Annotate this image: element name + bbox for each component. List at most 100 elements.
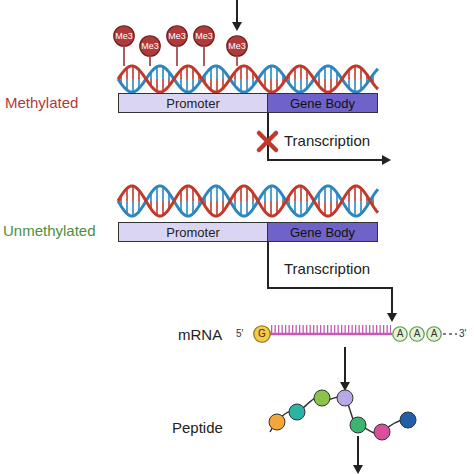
base-pair (216, 79, 218, 92)
translation-arrow (344, 347, 346, 384)
amino-acid (400, 412, 416, 428)
base-pair (186, 201, 188, 216)
node-text: Me3 (195, 32, 213, 41)
poly-a-circle: A (392, 326, 408, 342)
promoter-box: Promoter (118, 93, 268, 113)
arrow-head (353, 465, 363, 474)
base-pair (216, 201, 218, 216)
circle-shape (167, 26, 188, 47)
mrna-strand (270, 333, 392, 336)
base-pair (300, 79, 302, 92)
methyl-stalk (123, 47, 125, 66)
node-text: A (431, 329, 438, 339)
arrow-head (387, 313, 397, 322)
mrna-bases (271, 325, 391, 333)
node-text: Me3 (141, 42, 159, 51)
node-text: Me3 (115, 32, 133, 41)
methyl-stalk (176, 47, 178, 66)
base-pair (354, 66, 356, 79)
poly-a-circle: A (409, 326, 425, 342)
promoter-box: Promoter (118, 222, 268, 242)
end-label: 3' (459, 329, 466, 339)
gene-body-box: Gene Body (267, 222, 378, 242)
base-pair (216, 186, 218, 201)
amino-acid (374, 424, 390, 440)
dna-strand (118, 66, 378, 92)
methyl-stalk (236, 57, 238, 66)
state-label: Methylated (5, 95, 78, 110)
base-pair (300, 186, 302, 201)
circle-shape (393, 327, 408, 342)
block-cross (259, 133, 276, 150)
node-text: Gene Body (290, 226, 355, 239)
methyl-mark: Me3 (166, 25, 188, 47)
base-pair (132, 201, 134, 216)
base-pair (132, 186, 134, 201)
base-pair (216, 66, 218, 79)
amino-acid (269, 414, 285, 430)
pointer-arrow (236, 0, 238, 24)
amino-acids (269, 390, 416, 440)
base-pair (270, 79, 272, 92)
methyl-stalk (149, 57, 151, 66)
base-pair (186, 66, 188, 79)
methyl-mark: Me3 (193, 25, 215, 47)
gene-body-box: Gene Body (267, 93, 378, 113)
dna-strand (118, 186, 378, 216)
methyl-stalk (203, 47, 205, 66)
circle-shape (427, 327, 442, 342)
amino-acid (350, 417, 366, 433)
state-label: Unmethylated (3, 223, 96, 238)
node-text: Me3 (168, 32, 186, 41)
base-pair (270, 201, 272, 216)
poly-a-circle: A (426, 326, 442, 342)
downstream-arrow (357, 436, 359, 466)
base-pair (132, 66, 134, 79)
amino-acid (289, 404, 305, 420)
circle-shape (140, 36, 161, 57)
dna-strand (118, 186, 378, 216)
node-text: Promoter (166, 97, 219, 110)
base-pair (300, 66, 302, 79)
cap-circle: G (253, 325, 271, 343)
amino-acid (314, 390, 330, 406)
molecule-label: mRNA (178, 327, 222, 342)
molecule-label: Peptide (172, 420, 223, 435)
node-text: Me3 (228, 42, 246, 51)
cross-stroke (259, 133, 276, 150)
node-text: A (414, 329, 421, 339)
circle-shape (410, 327, 425, 342)
poly-a-dashes (443, 333, 457, 335)
circle-shape (194, 26, 215, 47)
base-pair (186, 79, 188, 92)
node-text: G (258, 329, 266, 339)
node-text: A (397, 329, 404, 339)
methyl-mark: Me3 (139, 35, 161, 57)
transcription-arrow (268, 241, 392, 314)
base-pair (354, 186, 356, 201)
cross-stroke (259, 133, 276, 150)
circle-shape (227, 36, 248, 57)
end-label: 5' (236, 329, 243, 339)
amino-acid (337, 390, 353, 406)
arrow-head (382, 155, 391, 165)
methyl-mark: Me3 (226, 35, 248, 57)
base-pair (354, 201, 356, 216)
base-pair (132, 79, 134, 92)
arrow-head (232, 22, 242, 31)
circle-shape (114, 26, 135, 47)
node-text: Gene Body (290, 97, 355, 110)
base-pair (354, 79, 356, 92)
dna-strand (118, 66, 378, 92)
process-label: Transcription (284, 133, 370, 148)
blocked-arrow (268, 112, 383, 160)
base-pair (270, 66, 272, 79)
process-label: Transcription (284, 261, 370, 276)
base-pair (270, 186, 272, 201)
base-pair (186, 186, 188, 201)
node-text: Promoter (166, 226, 219, 239)
methyl-mark: Me3 (113, 25, 135, 47)
base-pair (300, 201, 302, 216)
dna-helices (118, 66, 378, 216)
